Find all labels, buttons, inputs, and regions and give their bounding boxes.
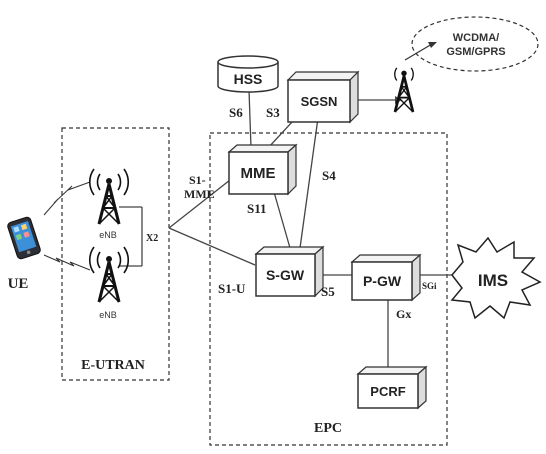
epc-label: EPC [314, 421, 342, 436]
iface-s3: S3 [266, 105, 280, 120]
cloud-icon [411, 16, 539, 72]
tower-3g [393, 67, 415, 114]
pcrf-label: PCRF [370, 384, 405, 399]
link-s4 [299, 117, 319, 249]
wcdma-cloud-node: WCDMA/ GSM/GPRS [411, 16, 539, 72]
sgw-node: S-GW [254, 245, 325, 298]
radio-link-bottom [43, 254, 91, 271]
iface-s1-mme-2: MME [184, 187, 215, 201]
cell-tower-icon [393, 69, 415, 114]
sgsn-node: SGSN [286, 70, 360, 124]
ims-node: IMS [450, 236, 542, 320]
sgw-label: S-GW [266, 267, 305, 283]
iface-s1-u: S1-U [218, 281, 246, 296]
starburst-icon [450, 236, 542, 320]
sgsn-label: SGSN [301, 94, 338, 109]
epc-region [209, 132, 448, 446]
enb-top-node: eNB [88, 168, 130, 240]
enb-bottom-node: eNB [88, 246, 130, 320]
wcdma-label-1: WCDMA/ [453, 32, 499, 44]
radio-link-top [43, 181, 91, 216]
eutran-region [61, 127, 170, 381]
mme-node: MME [227, 143, 298, 196]
iface-x2: X2 [146, 233, 158, 244]
iface-s1-mme-1: S1- [189, 173, 206, 187]
iface-s4: S4 [322, 168, 336, 183]
iface-s6: S6 [229, 105, 243, 120]
pgw-node: P-GW [350, 253, 422, 302]
link-s1-u [168, 227, 256, 266]
cell-tower-icon [97, 254, 121, 304]
ue-node: UE [7, 216, 41, 292]
ue-label: UE [8, 276, 29, 292]
hss-node: HSS [217, 55, 279, 93]
link-s1-mme [168, 179, 231, 229]
iface-s5: S5 [321, 284, 335, 299]
iface-s11: S11 [247, 201, 267, 216]
link-s6 [248, 89, 252, 149]
wcdma-label-2: GSM/GPRS [446, 46, 505, 58]
enb-top-label: eNB [99, 230, 117, 240]
hss-label: HSS [234, 71, 263, 87]
cell-tower-icon [97, 176, 121, 226]
smartphone-icon [7, 216, 41, 260]
ims-label: IMS [478, 271, 508, 290]
iface-gx: Gx [396, 307, 411, 321]
pcrf-node: PCRF [356, 365, 428, 410]
link-s11 [273, 191, 291, 249]
enb-bottom-label: eNB [99, 310, 117, 320]
mme-label: MME [241, 165, 276, 182]
pgw-label: P-GW [363, 273, 402, 289]
iface-sgi: SGi [422, 281, 437, 291]
eutran-label: E-UTRAN [81, 358, 145, 373]
